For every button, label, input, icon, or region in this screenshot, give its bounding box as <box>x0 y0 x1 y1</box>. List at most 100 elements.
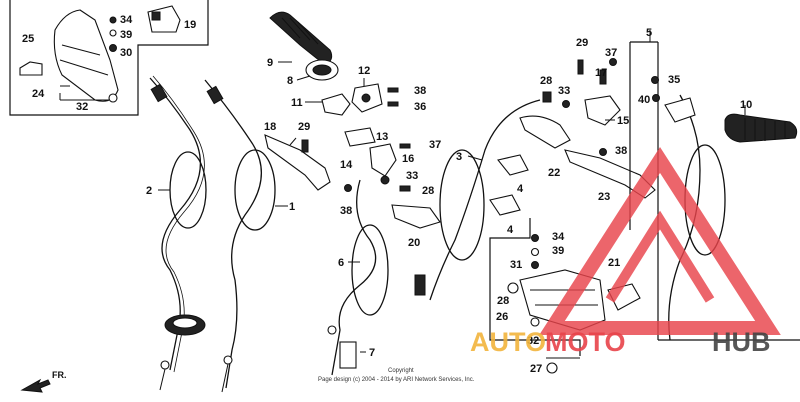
nut-30 <box>109 44 117 52</box>
label-40: 40 <box>638 94 650 106</box>
copyright-block: Copyright Page design (c) 2004 - 2014 by… <box>318 368 475 383</box>
screw-38-top <box>387 87 399 93</box>
washer-33 <box>380 175 390 185</box>
label-7: 7 <box>369 347 375 359</box>
label-23: 23 <box>598 191 610 203</box>
label-37-mid: 37 <box>429 139 441 151</box>
collar-32-lower <box>530 317 540 327</box>
label-19: 19 <box>184 19 196 31</box>
label-29-right: 29 <box>576 37 588 49</box>
label-4-upper: 4 <box>517 183 524 195</box>
watermark: AUTO MOTO HUB <box>470 147 781 357</box>
handguard-box <box>9 0 209 116</box>
lever-22-23 <box>564 149 656 199</box>
cable-3-loop <box>439 149 485 261</box>
handguard-ribs <box>59 44 109 76</box>
bolt-28-mid <box>399 185 411 192</box>
collar-28-lower <box>507 282 519 294</box>
cable-1-end <box>206 85 224 105</box>
label-12: 12 <box>358 65 370 77</box>
label-10: 10 <box>740 99 752 111</box>
screw-38-right <box>599 148 607 156</box>
label-39-upper: 39 <box>120 29 132 41</box>
label-33-right: 33 <box>558 85 570 97</box>
label-33-mid: 33 <box>406 170 418 182</box>
screw-36 <box>387 101 399 107</box>
front-direction-indicator: FR. <box>20 370 67 393</box>
box-outline-left <box>9 0 209 116</box>
bolt-34 <box>109 16 117 24</box>
lever-18-pivot <box>289 137 297 146</box>
label-9: 9 <box>267 57 273 69</box>
label-39-lower: 39 <box>552 245 564 257</box>
label-28-lower: 28 <box>497 295 509 307</box>
label-36: 36 <box>414 101 426 113</box>
screw-35 <box>651 76 659 84</box>
label-16: 16 <box>402 153 414 165</box>
label-17: 17 <box>595 67 607 79</box>
part-27 <box>546 362 558 374</box>
clamp-4-lower <box>489 194 521 216</box>
label-25: 25 <box>22 33 34 45</box>
cable-2-tail <box>159 368 166 391</box>
throttle-housing-inner <box>312 64 332 76</box>
choke-cable-group <box>327 179 441 376</box>
label-32-lower: 32 <box>527 335 539 347</box>
watermark-text-hub: HUB <box>712 327 771 357</box>
lever-18 <box>264 134 331 191</box>
nut-31 <box>531 261 539 269</box>
label-21: 21 <box>608 257 620 269</box>
cable-2-end <box>150 83 168 103</box>
holder-16 <box>369 143 397 177</box>
label-38-right: 38 <box>615 145 627 157</box>
label-4-lower: 4 <box>507 224 514 236</box>
cable-2-tip <box>160 360 170 370</box>
switch-15 <box>584 95 621 126</box>
right-grip-part <box>519 115 571 149</box>
throttle-grip-group <box>269 11 339 81</box>
washer-40 <box>652 94 660 102</box>
bolt-28-right <box>542 91 552 103</box>
label-11: 11 <box>291 97 303 109</box>
handguard-part <box>53 9 119 102</box>
lever-grip-20 <box>391 204 441 229</box>
label-31: 31 <box>510 259 522 271</box>
right-grip-texture <box>744 118 786 141</box>
grip-texture <box>281 17 319 45</box>
cable-2-loop <box>169 151 207 229</box>
part-13 <box>344 127 376 147</box>
right-lever-group <box>519 58 656 199</box>
cable-3 <box>429 99 541 301</box>
label-6: 6 <box>338 257 344 269</box>
switch-housing-12-hole <box>361 93 371 103</box>
cable-1 <box>204 79 262 389</box>
cable-1-tip <box>223 355 233 365</box>
right-box <box>629 41 800 341</box>
bolt-34-lower <box>531 234 539 242</box>
label-29-left: 29 <box>298 121 310 133</box>
screw-37-right <box>609 58 617 66</box>
switch-part-11 <box>321 93 351 116</box>
washer-39 <box>109 29 117 37</box>
throttle-grip <box>269 11 333 66</box>
label-35: 35 <box>668 74 680 86</box>
cable-6-adjuster <box>414 274 426 296</box>
label-28-right: 28 <box>540 75 552 87</box>
clamp-4-upper <box>497 154 529 176</box>
cable-6-loop <box>351 224 389 316</box>
label-14: 14 <box>340 159 353 171</box>
label-3: 3 <box>456 151 462 163</box>
cable-1-loop <box>234 149 276 231</box>
label-34-upper: 34 <box>120 14 133 26</box>
label-34-lower: 34 <box>552 231 565 243</box>
front-arrow-icon <box>20 378 51 393</box>
cables-left <box>149 75 276 393</box>
washer-39-lower <box>530 247 540 257</box>
label-32-upper: 32 <box>76 101 88 113</box>
watermark-text-auto: AUTO <box>470 327 546 357</box>
watermark-triangle-icon <box>539 147 781 335</box>
label-38-left: 38 <box>340 205 352 217</box>
label-8: 8 <box>287 75 293 87</box>
label-5: 5 <box>646 27 652 39</box>
